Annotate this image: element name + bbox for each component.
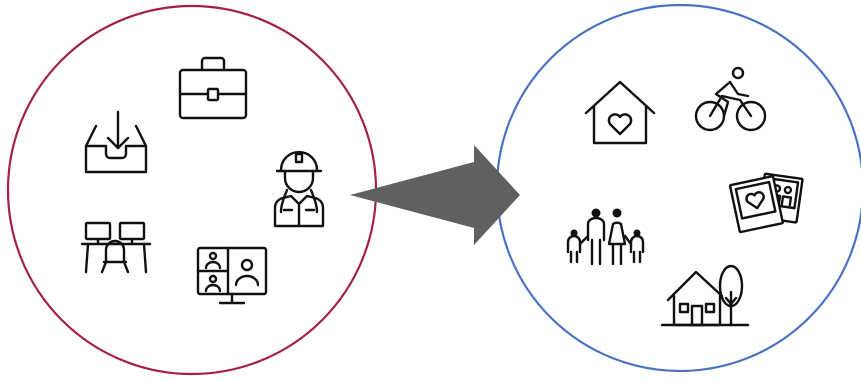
transition-arrow (350, 145, 520, 245)
life-circle (495, 3, 861, 373)
desk-workstations-icon (80, 221, 152, 274)
briefcase-icon (178, 56, 248, 120)
cyclist-icon (694, 66, 767, 132)
construction-worker-icon (273, 150, 325, 228)
work-circle (6, 4, 378, 376)
photos-icon (728, 172, 804, 234)
video-conference-icon (196, 246, 268, 305)
home-heart-icon (584, 80, 656, 145)
inbox-download-icon (84, 110, 148, 174)
family-icon (566, 208, 645, 266)
house-tree-icon (660, 264, 750, 327)
